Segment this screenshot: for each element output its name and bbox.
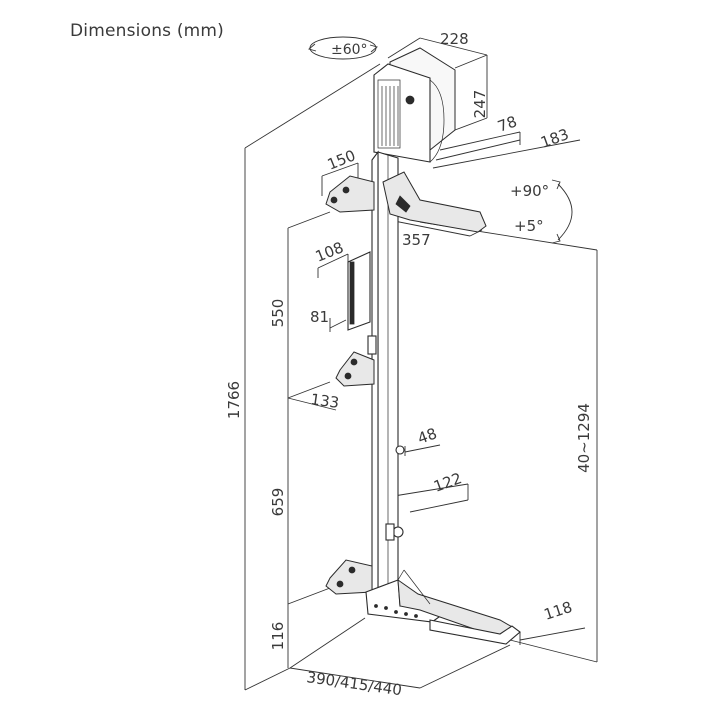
label-swivel: ±60°: [331, 42, 368, 58]
label-tilt-up: +90°: [510, 182, 549, 200]
label-clamp-48: 48: [415, 424, 439, 447]
label-mid-width: 108: [313, 238, 346, 265]
label-base-depth: 390/415/440: [305, 668, 403, 699]
swivel-arrow-icon: [308, 36, 378, 60]
label-mid-bracket: 133: [309, 390, 340, 412]
label-head-width: 228: [440, 30, 469, 48]
label-head-depth-min: 78: [495, 112, 519, 135]
label-height-range: 40~1294: [575, 403, 593, 473]
label-arm-length: 357: [402, 231, 431, 249]
label-total-height: 1766: [225, 381, 243, 419]
tilt-arrow-icon: [551, 179, 573, 244]
label-head-height: 247: [471, 90, 489, 119]
label-base-arm: 118: [542, 598, 575, 624]
label-top-bracket: 150: [325, 146, 358, 173]
label-lower-span: 659: [269, 488, 287, 517]
label-mid-height: 81: [310, 308, 329, 326]
label-upper-span: 550: [269, 299, 287, 328]
label-bottom-offset: 116: [269, 622, 287, 651]
page-title: Dimensions (mm): [70, 21, 225, 41]
mount-structure: [325, 47, 521, 645]
label-head-depth-max: 183: [538, 125, 571, 152]
label-tilt-down: +5°: [514, 217, 544, 235]
dimension-lines: [244, 37, 598, 691]
label-clamp-122: 122: [431, 469, 464, 496]
